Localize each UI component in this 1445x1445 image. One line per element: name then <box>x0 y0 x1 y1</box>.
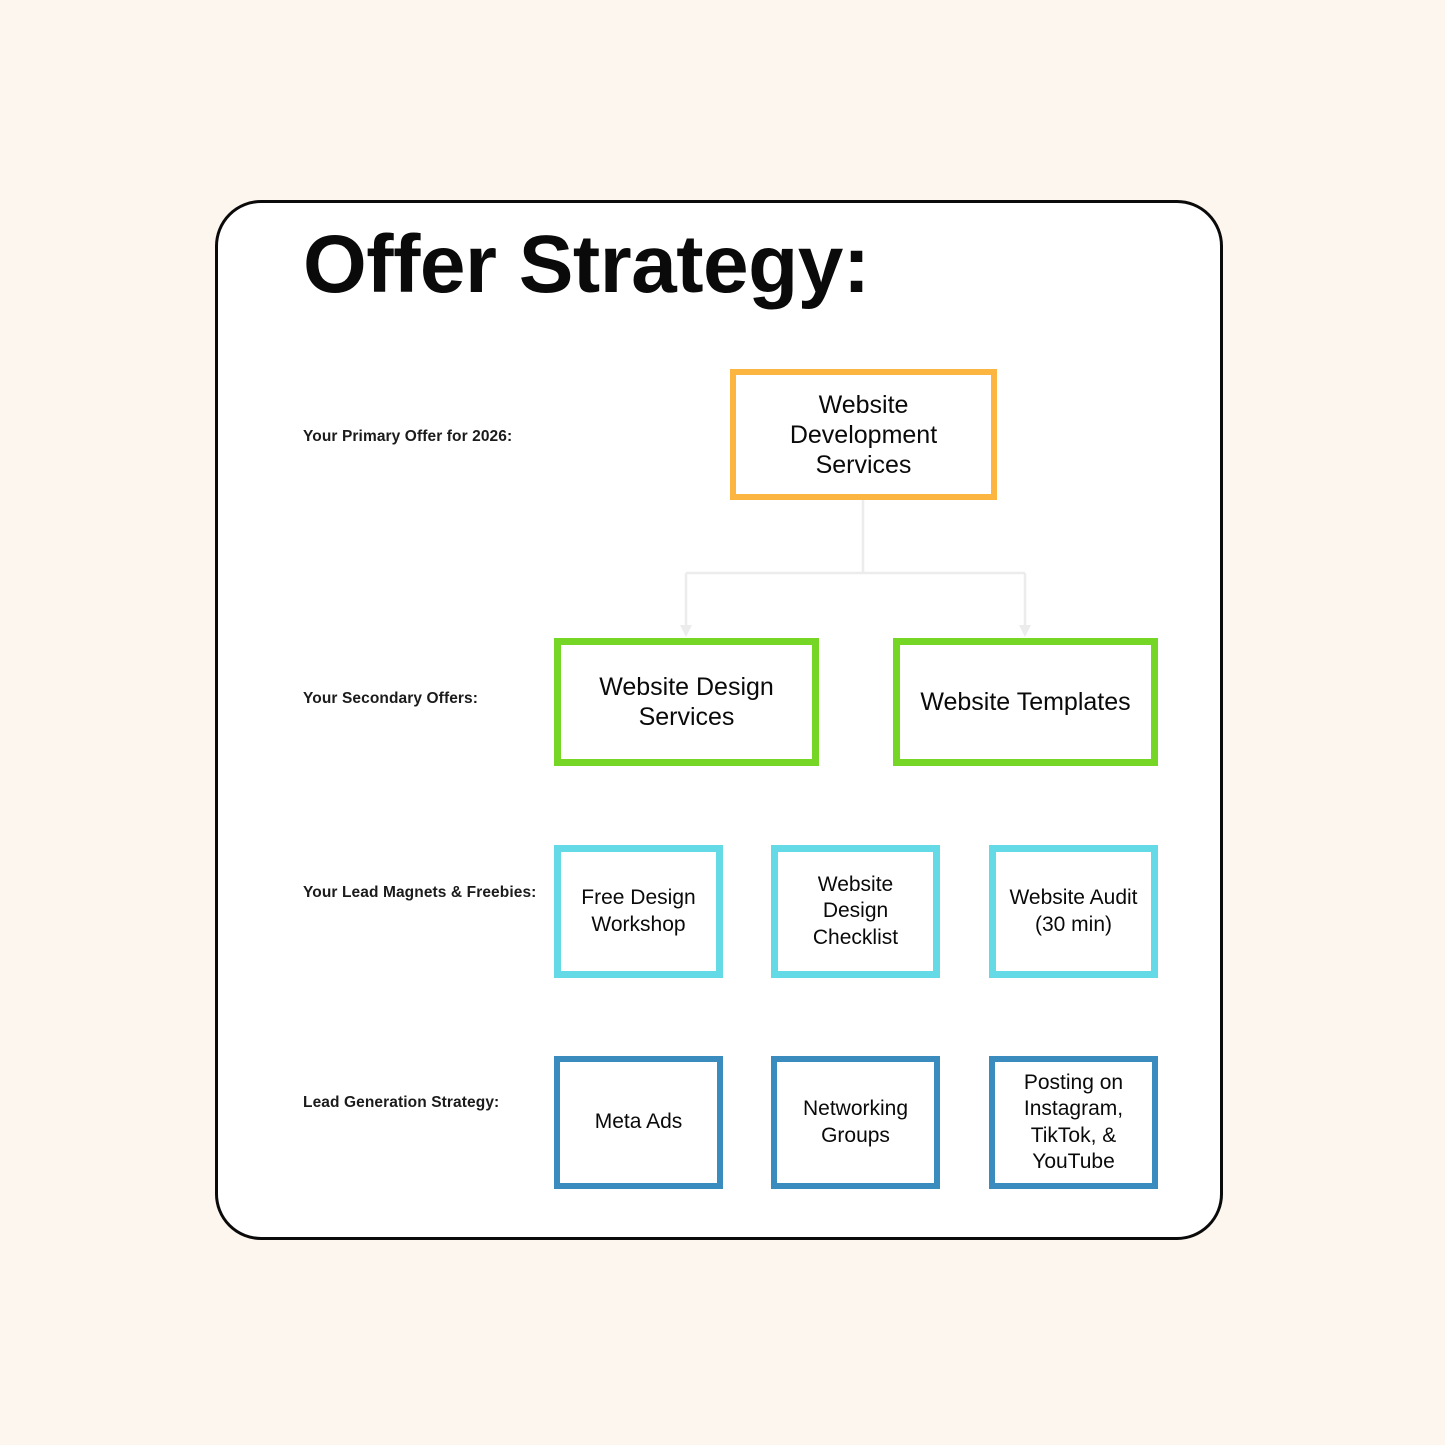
node-secondary-offer-label: Website Templates <box>920 688 1131 716</box>
node-lead-magnet-label: Website Audit (30 min) <box>1009 886 1138 936</box>
row-label-primary-offer: Your Primary Offer for 2026: <box>303 428 513 445</box>
node-lead-gen-meta-ads[interactable]: Meta Ads <box>554 1056 723 1189</box>
node-lead-magnet-label: Free Design Workshop <box>581 886 696 936</box>
row-label-lead-generation: Lead Generation Strategy: <box>303 1094 500 1111</box>
node-lead-gen-social-posting[interactable]: Posting on Instagram, TikTok, & YouTube <box>989 1056 1158 1189</box>
row-label-lead-magnets: Your Lead Magnets & Freebies: <box>303 884 537 901</box>
node-lead-magnet-website-audit[interactable]: Website Audit (30 min) <box>989 845 1158 978</box>
node-lead-gen-label: Networking Groups <box>802 1097 909 1147</box>
node-primary-offer[interactable]: Website Development Services <box>730 369 997 500</box>
page-title: Offer Strategy: <box>303 219 870 310</box>
node-lead-magnet-free-design-workshop[interactable]: Free Design Workshop <box>554 845 723 978</box>
row-label-secondary-offers: Your Secondary Offers: <box>303 690 479 707</box>
node-secondary-offer-website-design-services[interactable]: Website Design Services <box>554 638 819 766</box>
node-lead-gen-label: Posting on Instagram, TikTok, & YouTube <box>1023 1071 1124 1173</box>
node-primary-offer-label: Website Development Services <box>789 390 938 479</box>
node-secondary-offer-website-templates[interactable]: Website Templates <box>893 638 1158 766</box>
node-lead-magnet-label: Website Design Checklist <box>812 873 899 949</box>
node-lead-gen-label: Meta Ads <box>594 1110 683 1134</box>
node-secondary-offer-label: Website Design Services <box>599 673 774 731</box>
node-lead-gen-networking-groups[interactable]: Networking Groups <box>771 1056 940 1189</box>
node-lead-magnet-website-design-checklist[interactable]: Website Design Checklist <box>771 845 940 978</box>
